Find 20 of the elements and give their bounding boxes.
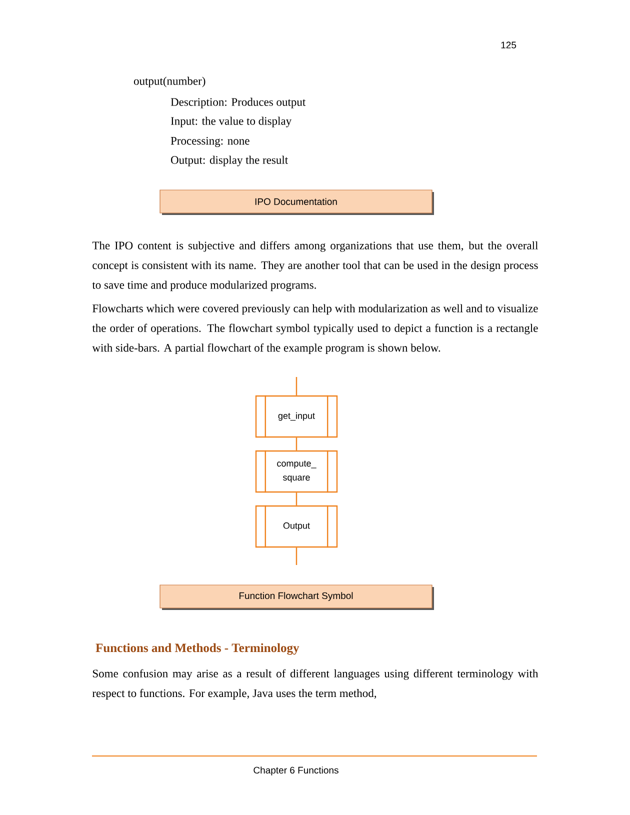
caption-bar: Function Flowchart Symbol — [160, 584, 434, 610]
page-footer: Chapter 6 Functions — [254, 766, 338, 776]
caption-bar: IPO Documentation — [160, 190, 434, 215]
paragraph: The IPO content is subjective and differs among organizations that use them, but the overall concept is consistent with its name. They are another tool that can be used in the design process to save time and produce modularized programs. — [92, 241, 538, 292]
text-line: output(number) — [134, 76, 206, 88]
function-box: compute_ square — [255, 450, 338, 493]
section-heading: Functions and Methods - Terminology — [96, 643, 300, 655]
function-box: get_input — [255, 395, 338, 438]
text-line: Processing: none — [170, 136, 250, 148]
text-line: Description: Produces output — [170, 98, 306, 108]
paragraph: Some confusion may arise as a result of different languages using different terminology with respect to functions. For example, Java uses the term method, — [92, 669, 538, 700]
connector-line — [296, 492, 298, 506]
connector-line — [296, 438, 298, 450]
connector-line — [296, 377, 298, 396]
paragraph: Flowcharts which were covered previously can help with modularization as well and to visualize the order of operations. The flowchart symbol typically used to depict a function is a rectangle with side-bars. A partial flowchart of the example program is shown below. — [92, 304, 538, 354]
function-box: Output — [255, 505, 338, 548]
text-line: Output: display the result — [171, 156, 288, 166]
connector-line — [296, 548, 298, 565]
text-line: Input: the value to display — [170, 116, 292, 128]
page-number: 125 — [501, 42, 516, 48]
